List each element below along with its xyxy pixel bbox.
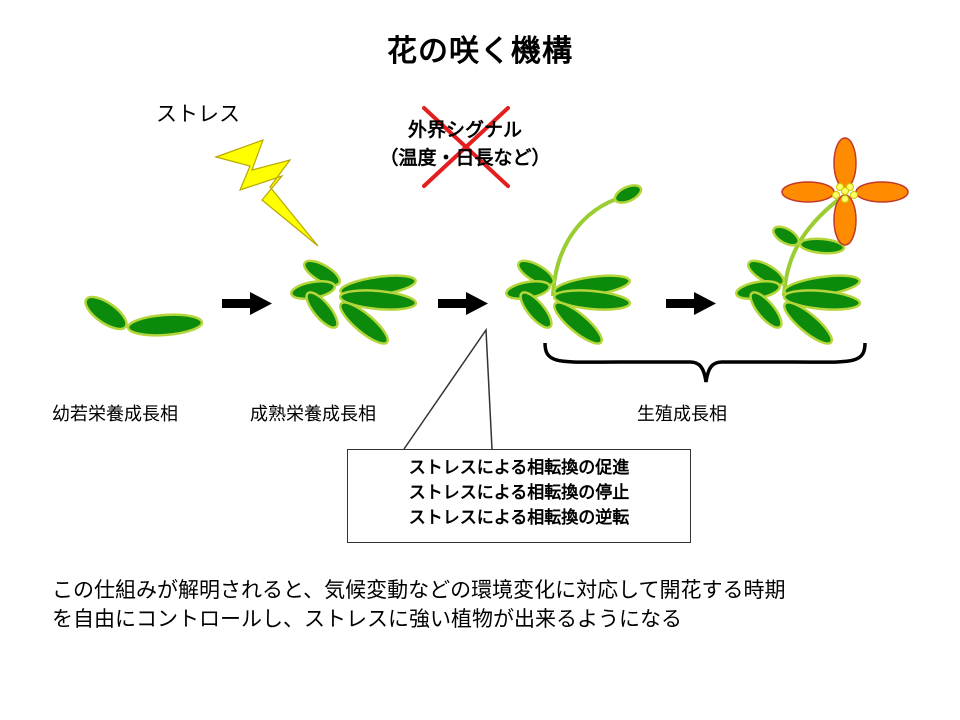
stage-arrow-2 — [438, 292, 488, 315]
external-signal-line1: 外界シグナル — [407, 119, 522, 141]
external-signal-label: 外界シグナル （温度・日長など） — [360, 116, 570, 172]
summary-line2: を自由にコントロールし、ストレスに強い植物が出来るようになる — [52, 607, 682, 631]
summary-line1: この仕組みが解明されると、気候変動などの環境変化に対応して開花する時期 — [52, 578, 786, 602]
callout-pointer — [403, 327, 493, 450]
mature-plant — [290, 259, 418, 345]
juvenile-plant — [84, 295, 204, 337]
lightning-icon — [213, 138, 319, 247]
callout-line-reverse: ストレスによる相転換の逆転 — [408, 508, 630, 528]
callout-line-stop: ストレスによる相転換の停止 — [408, 483, 630, 503]
stage-label-mature: 成熟栄養成長相 — [250, 404, 376, 425]
summary-text: この仕組みが解明されると、気候変動などの環境変化に対応して開花する時期 を自由に… — [52, 576, 932, 634]
page-title: 花の咲く機構 — [387, 34, 573, 69]
stamen-cluster — [832, 183, 858, 203]
stage-arrow-3 — [666, 292, 716, 315]
stage-arrow-1 — [222, 292, 272, 315]
cross-icon — [422, 106, 510, 188]
external-signal-line2: （温度・日長など） — [379, 147, 551, 169]
budding-plant — [505, 184, 643, 345]
stress-effects-callout: ストレスによる相転換の促進 ストレスによる相転換の停止 ストレスによる相転換の逆… — [347, 449, 691, 543]
reproductive-brace — [543, 342, 867, 383]
stress-label: ストレス — [156, 102, 240, 126]
stage-label-reproductive: 生殖成長相 — [637, 404, 727, 425]
stage-label-juvenile: 幼若栄養成長相 — [52, 404, 178, 425]
flowering-plant — [735, 137, 909, 345]
callout-line-promote: ストレスによる相転換の促進 — [408, 458, 630, 478]
